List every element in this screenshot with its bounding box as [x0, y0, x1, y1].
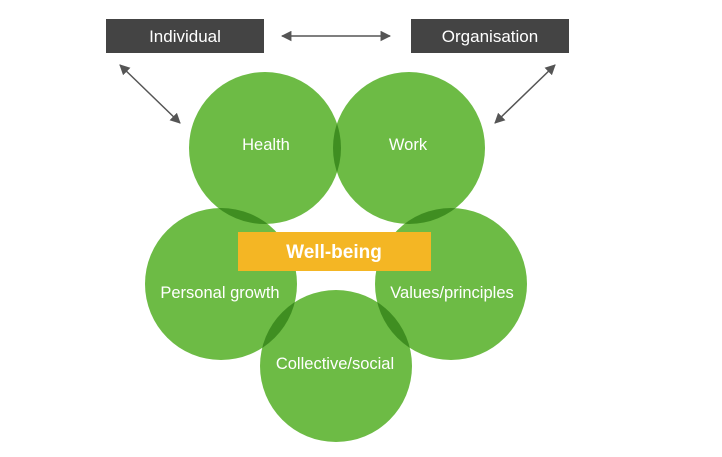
organisation-work-arrow: [494, 64, 556, 124]
organisation-box: Organisation: [411, 19, 569, 53]
health-circle: [189, 72, 341, 224]
collective-social-label: Collective/social: [276, 355, 394, 373]
health-label: Health: [242, 136, 290, 154]
wellbeing-label: Well-being: [286, 242, 382, 263]
individual-label: Individual: [149, 27, 221, 46]
individual-health-arrow: [119, 64, 181, 124]
work-label: Work: [389, 136, 428, 154]
values-principles-label: Values/principles: [390, 284, 514, 302]
collective-social-circle: [260, 290, 412, 442]
individual-box: Individual: [106, 19, 264, 53]
work-circle: [333, 72, 485, 224]
wellbeing-box: Well-being: [238, 232, 431, 271]
organisation-label: Organisation: [442, 27, 538, 46]
personal-growth-label: Personal growth: [160, 284, 279, 302]
